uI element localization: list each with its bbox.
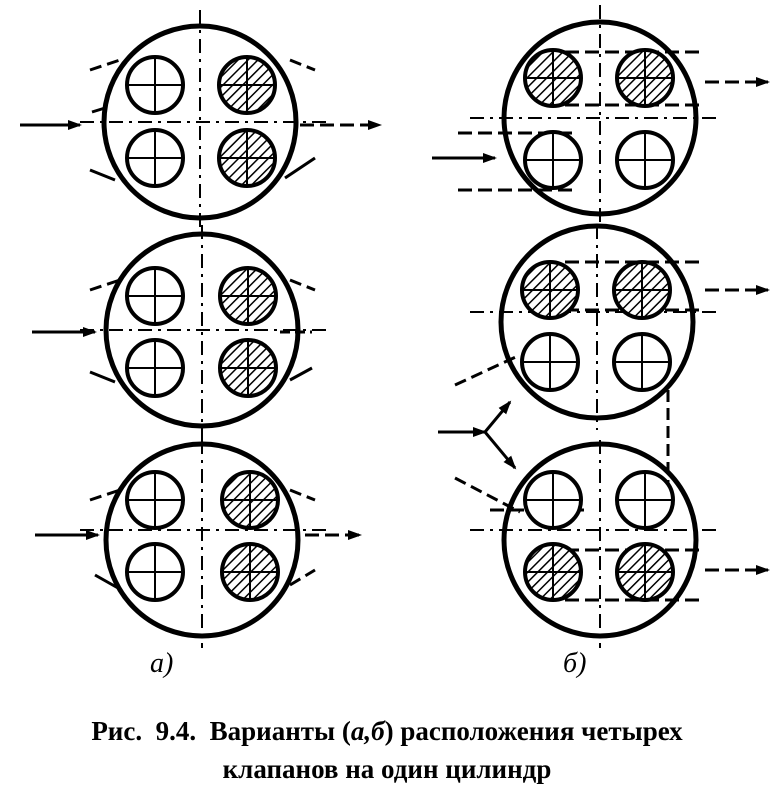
caption-prefix: Рис. <box>91 716 143 746</box>
cylinder-a3 <box>35 440 362 648</box>
figure-caption: Рис. 9.4. Варианты (а,б) расположения че… <box>0 712 774 788</box>
cylinder-b1 <box>432 5 770 228</box>
cylinder-a1 <box>20 10 382 232</box>
caption-line-2: клапанов на один цилиндр <box>222 754 552 784</box>
variant-b-column <box>432 5 770 648</box>
caption-text-italic: а,б <box>350 716 385 746</box>
valve-arrangement-diagram <box>20 5 770 648</box>
variant-b-label: б) <box>563 648 587 679</box>
caption-line-1: Рис. 9.4. Варианты (а,б) расположения че… <box>0 712 774 750</box>
split-intake-arrow <box>438 400 517 470</box>
cylinder-b2 <box>454 223 770 505</box>
cylinder-b3 <box>454 440 770 648</box>
caption-text-part1: Варианты ( <box>209 716 351 746</box>
caption-text-part2: ) расположения четырех <box>384 716 683 746</box>
cylinder-a2 <box>32 225 330 440</box>
variant-a-column <box>20 10 382 648</box>
variant-a-label: а) <box>150 648 174 679</box>
caption-number: 9.4. <box>155 716 197 746</box>
